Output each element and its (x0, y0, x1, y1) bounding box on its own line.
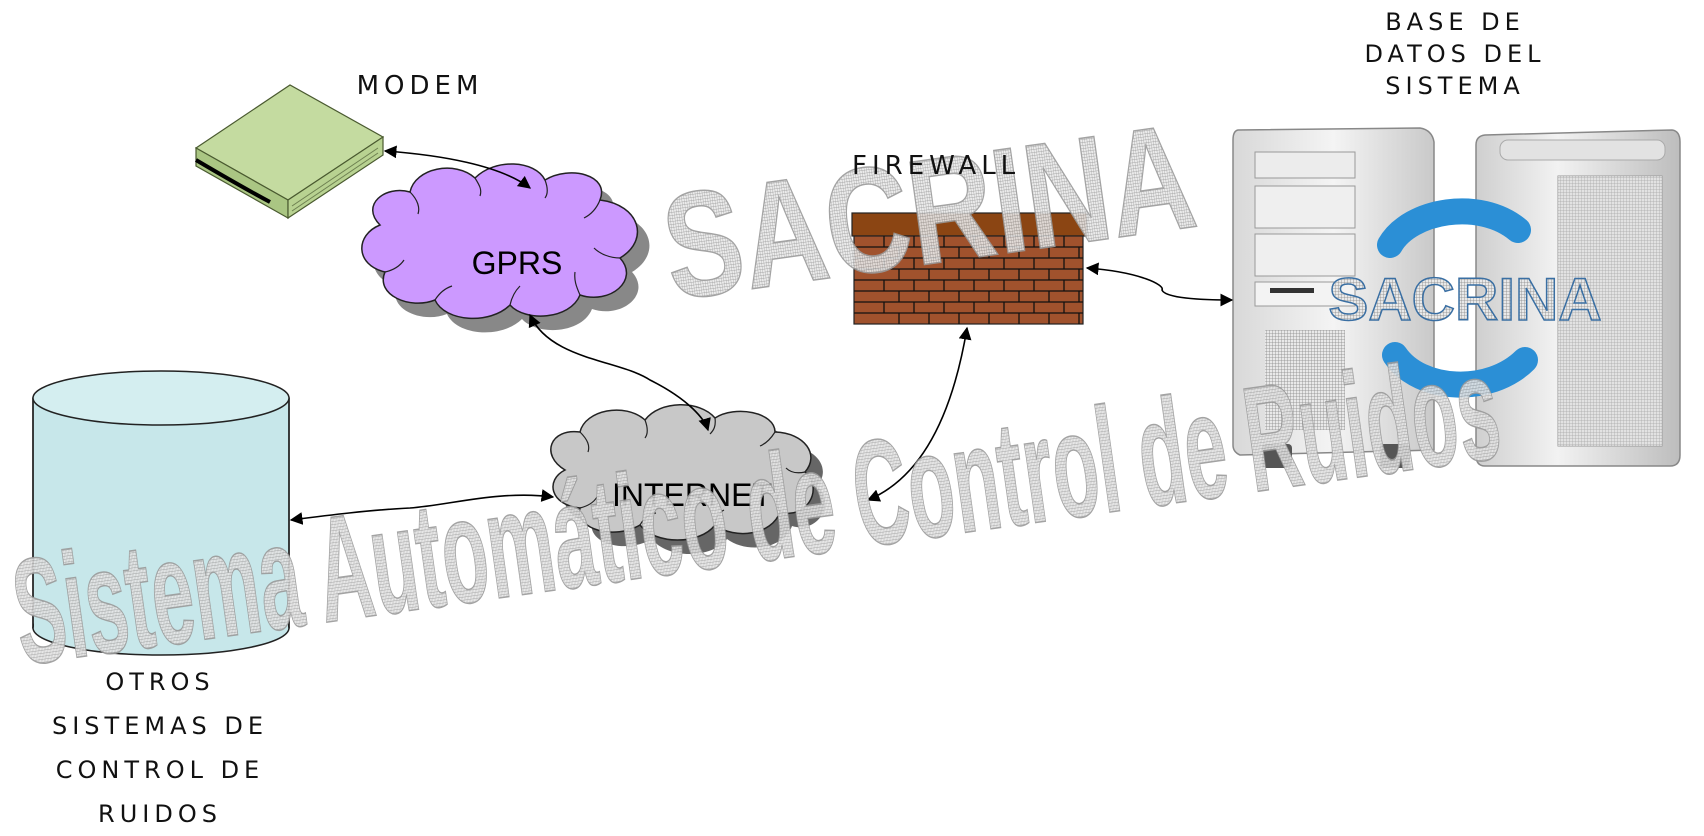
internet-cloud (550, 404, 826, 554)
database-label-line-3: SISTEMA (1385, 72, 1525, 100)
gprs-label: GPRS (472, 245, 563, 281)
connectors (289, 145, 1234, 525)
other-systems-label-line-3: CONTROL DE (55, 756, 265, 784)
database-label-line-2: DATOS DEL (1364, 40, 1546, 68)
modem-icon (194, 84, 385, 220)
server-tower-icon: SACRINA (1232, 127, 1681, 468)
link-modem-gprs (383, 145, 532, 189)
other-systems-label: OTROS SISTEMAS DE CONTROL DE RUIDOS (0, 660, 320, 836)
logo-text: SACRINA (1328, 266, 1601, 333)
link-gprs-internet (528, 313, 711, 432)
modem-label: MODEM (356, 71, 484, 101)
link-firewall-server (1085, 262, 1234, 307)
link-internet-cylinder (289, 489, 555, 525)
database-label: BASE DE DATOS DEL SISTEMA (1305, 6, 1605, 102)
watermark-title: SACRINA (653, 91, 1204, 332)
gprs-cloud (361, 163, 650, 333)
firewall-label: FIREWALL (852, 151, 1021, 181)
internet-label: INTERNET (612, 477, 772, 513)
other-systems-database-icon (32, 370, 290, 656)
other-systems-label-line-4: RUIDOS (98, 800, 222, 828)
firewall-icon (851, 212, 1088, 325)
database-label-line-1: BASE DE (1385, 8, 1525, 36)
link-internet-firewall (866, 326, 972, 502)
other-systems-label-line-1: OTROS (105, 668, 215, 696)
other-systems-label-line-2: SISTEMAS DE (51, 712, 268, 740)
